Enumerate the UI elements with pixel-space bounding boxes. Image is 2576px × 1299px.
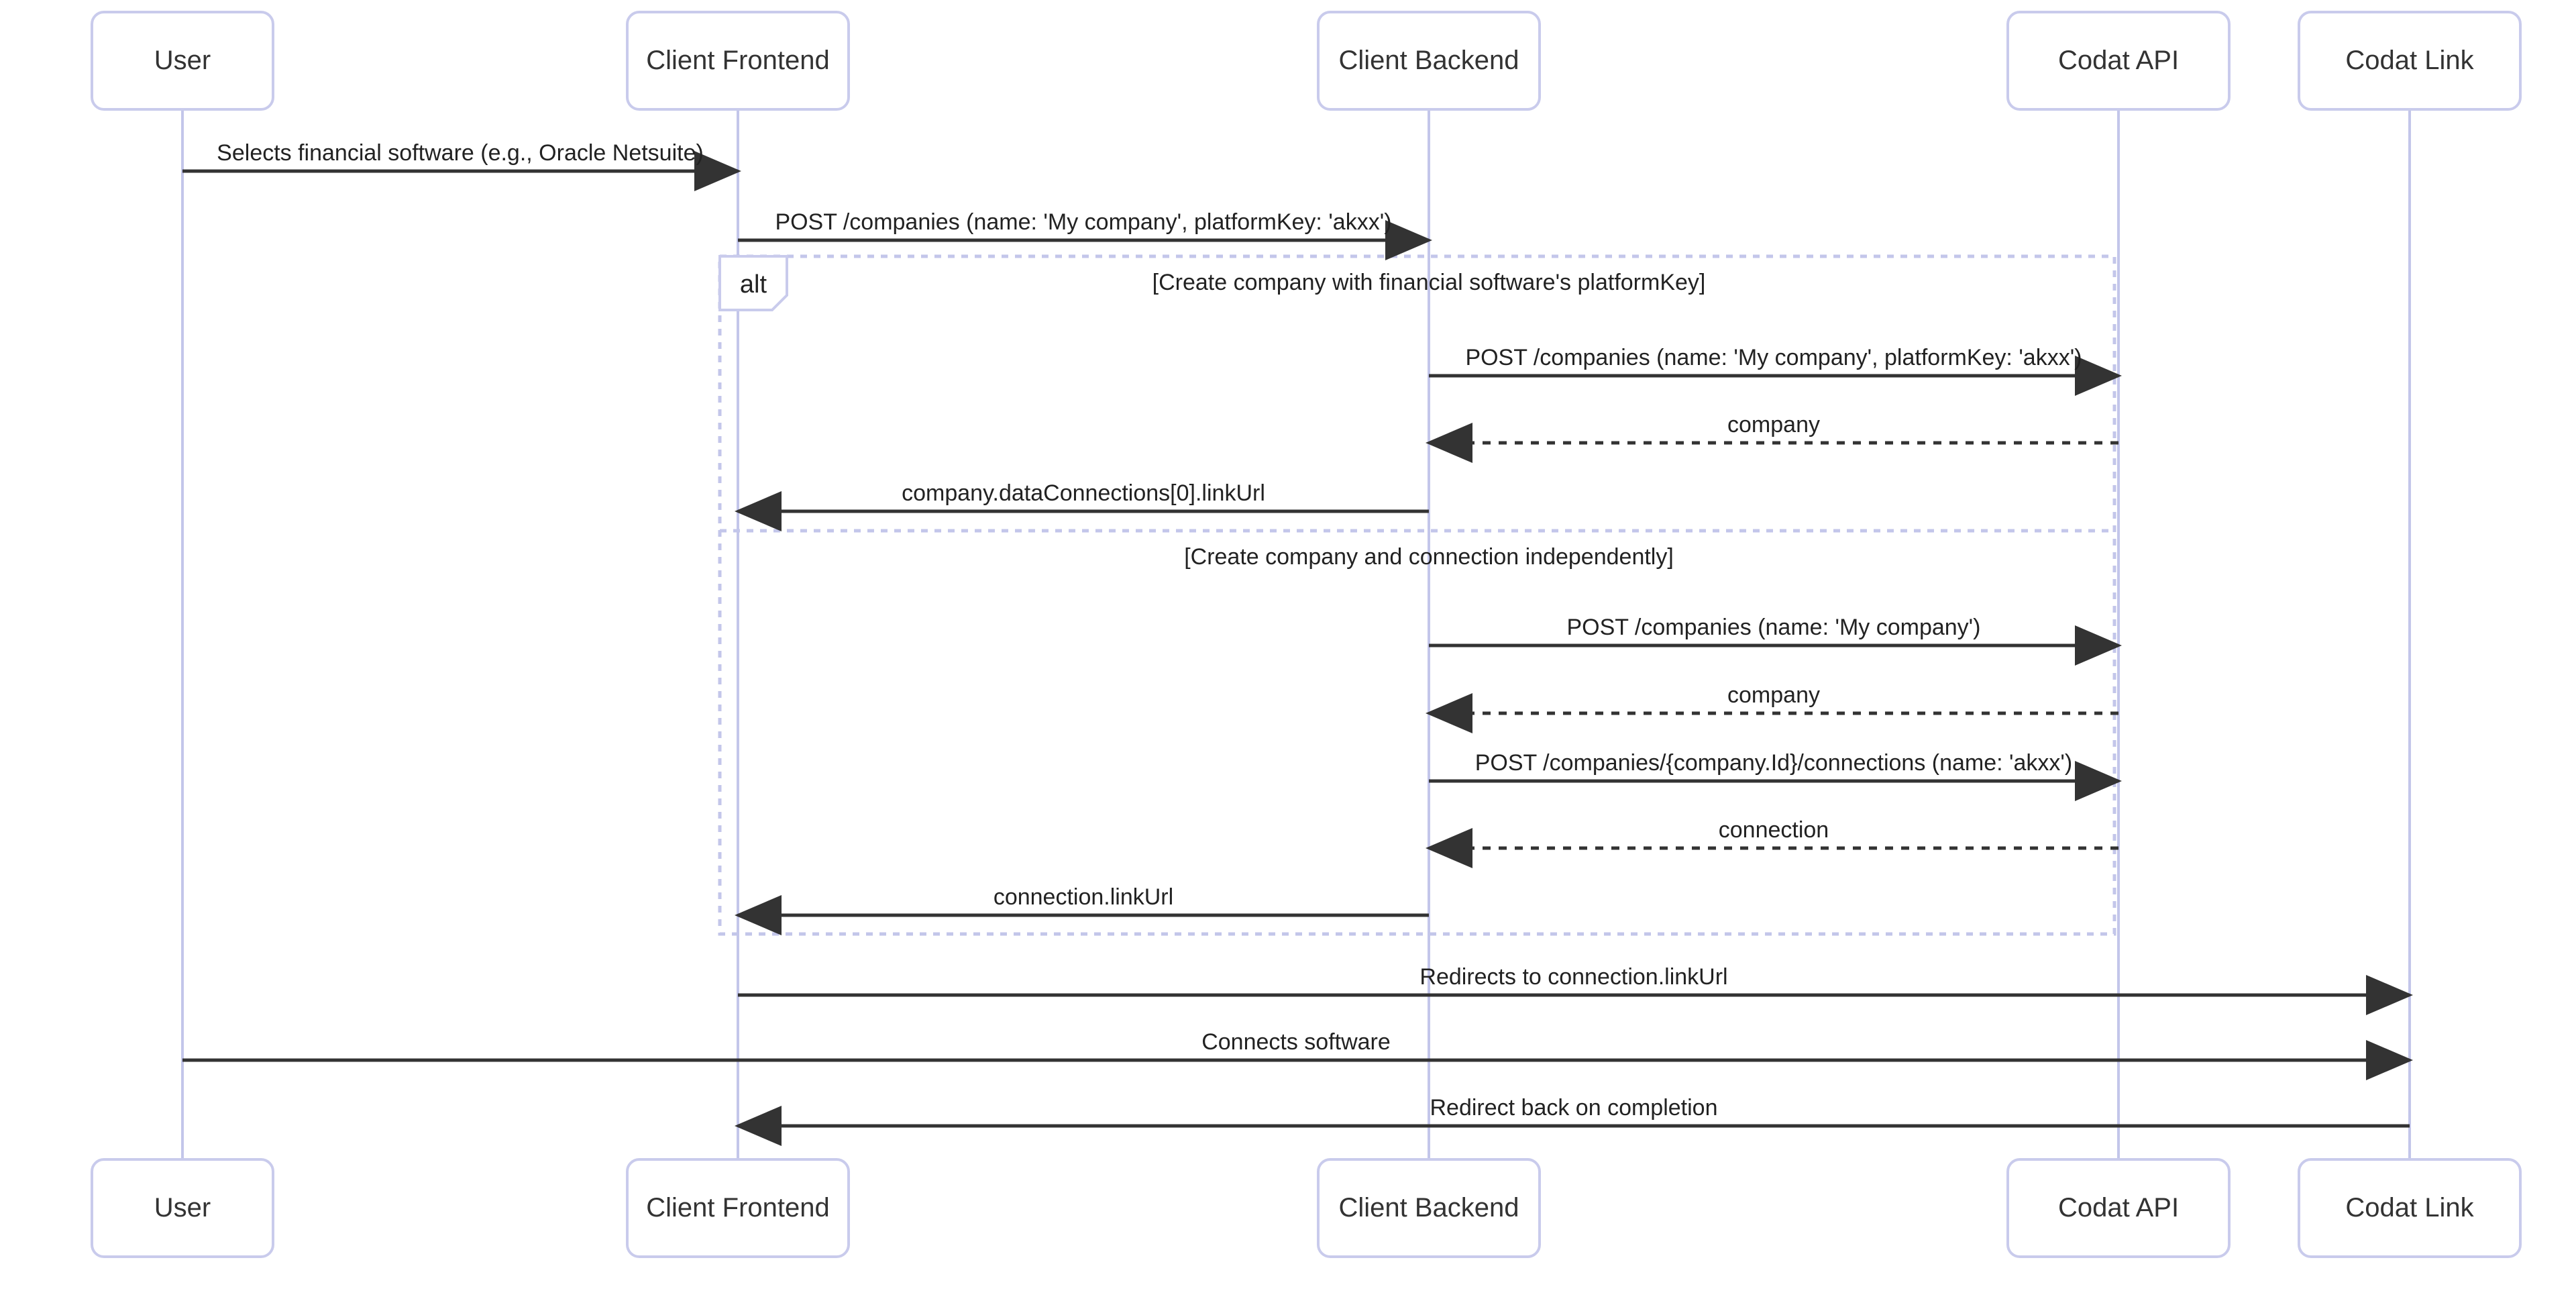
message-label-m9: connection (1719, 817, 1829, 843)
alt-fragment-label-box (718, 255, 788, 311)
participant-label-user: User (154, 1193, 211, 1223)
message-m7: company (1426, 682, 2118, 733)
participant-codat-api-bottom[interactable]: Codat API (2006, 1158, 2231, 1258)
message-label-m12: Connects software (1201, 1029, 1391, 1055)
message-label-m8: POST /companies/{company.Id}/connections… (1475, 750, 2073, 776)
message-label-m1: Selects financial software (e.g., Oracle… (217, 140, 704, 166)
message-label-m5: company.dataConnections[0].linkUrl (902, 480, 1265, 506)
message-label-m3: POST /companies (name: 'My company', pla… (1465, 345, 2082, 370)
message-m8: POST /companies/{company.Id}/connections… (1429, 750, 2122, 801)
participant-label-codat-link: Codat Link (2345, 1193, 2474, 1223)
message-label-m6: POST /companies (name: 'My company') (1566, 615, 1980, 640)
message-m4: company (1426, 412, 2118, 463)
participant-box-codat-api[interactable] (2006, 11, 2231, 111)
alt-branch-condition-1: [Create company with financial software'… (1152, 270, 1706, 295)
message-m12: Connects software (182, 1029, 2413, 1080)
participant-client-backend-top[interactable]: Client Backend (1317, 11, 1541, 111)
participant-box-user[interactable] (91, 1158, 274, 1258)
participant-user-top[interactable]: User (91, 11, 274, 111)
message-m6: POST /companies (name: 'My company') (1429, 615, 2122, 666)
alt-fragment-label: alt (740, 270, 767, 299)
participant-label-client-backend: Client Backend (1338, 1193, 1519, 1223)
message-label-m11: Redirects to connection.linkUrl (1419, 964, 1727, 990)
participant-label-codat-api: Codat API (2058, 1193, 2179, 1223)
participants-top-group: User Client Frontend Client Backend Codat A… (91, 11, 2522, 111)
message-m9: connection (1426, 817, 2118, 868)
message-m3: POST /companies (name: 'My company', pla… (1429, 345, 2122, 396)
message-m11: Redirects to connection.linkUrl (738, 964, 2413, 1015)
participant-client-backend-bottom[interactable]: Client Backend (1317, 1158, 1541, 1258)
message-m1: Selects financial software (e.g., Oracle… (182, 140, 741, 191)
participant-codat-api-top[interactable]: Codat API (2006, 11, 2231, 111)
message-m5: company.dataConnections[0].linkUrl (735, 480, 1429, 531)
message-label-m7: company (1727, 682, 1820, 708)
participant-codat-link-top[interactable]: Codat Link (2298, 11, 2522, 111)
participant-client-frontend-bottom[interactable]: Client Frontend (626, 1158, 850, 1258)
participants-bottom-group: User Client Frontend Client Backend Codat A… (91, 1158, 2522, 1258)
participant-client-frontend-top[interactable]: Client Frontend (626, 11, 850, 111)
participant-user-bottom[interactable]: User (91, 1158, 274, 1258)
messages-group: Selects financial software (e.g., Oracle… (182, 140, 2413, 1146)
alt-fragment-border (718, 254, 2116, 936)
message-label-m2: POST /companies (name: 'My company', pla… (775, 209, 1391, 235)
message-m2: POST /companies (name: 'My company', pla… (738, 209, 1432, 260)
participant-box-codat-link[interactable] (2298, 11, 2522, 111)
participant-label-client-backend: Client Backend (1338, 46, 1519, 75)
participant-label-codat-link: Codat Link (2345, 46, 2474, 75)
message-m13: Redirect back on completion (735, 1095, 2410, 1146)
message-m10: connection.linkUrl (735, 884, 1429, 935)
participant-codat-link-bottom[interactable]: Codat Link (2298, 1158, 2522, 1258)
alt-fragment-group: alt [Create company with financial softwa… (718, 254, 2116, 936)
participant-label-client-frontend: Client Frontend (646, 1193, 829, 1223)
participant-box-client-backend[interactable] (1317, 11, 1541, 111)
participant-box-codat-api[interactable] (2006, 1158, 2231, 1258)
message-label-m4: company (1727, 412, 1820, 437)
message-label-m13: Redirect back on completion (1430, 1095, 1717, 1121)
participant-box-client-frontend[interactable] (626, 11, 850, 111)
lifelines-group (181, 109, 2411, 1159)
message-label-m10: connection.linkUrl (994, 884, 1173, 910)
participant-box-user[interactable] (91, 11, 274, 111)
participant-label-user: User (154, 46, 211, 75)
participant-box-codat-link[interactable] (2298, 1158, 2522, 1258)
participant-label-client-frontend: Client Frontend (646, 46, 829, 75)
participant-box-client-frontend[interactable] (626, 1158, 850, 1258)
alt-branch-condition-2: [Create company and connection independe… (1184, 544, 1674, 570)
participant-label-codat-api: Codat API (2058, 46, 2179, 75)
participant-box-client-backend[interactable] (1317, 1158, 1541, 1258)
